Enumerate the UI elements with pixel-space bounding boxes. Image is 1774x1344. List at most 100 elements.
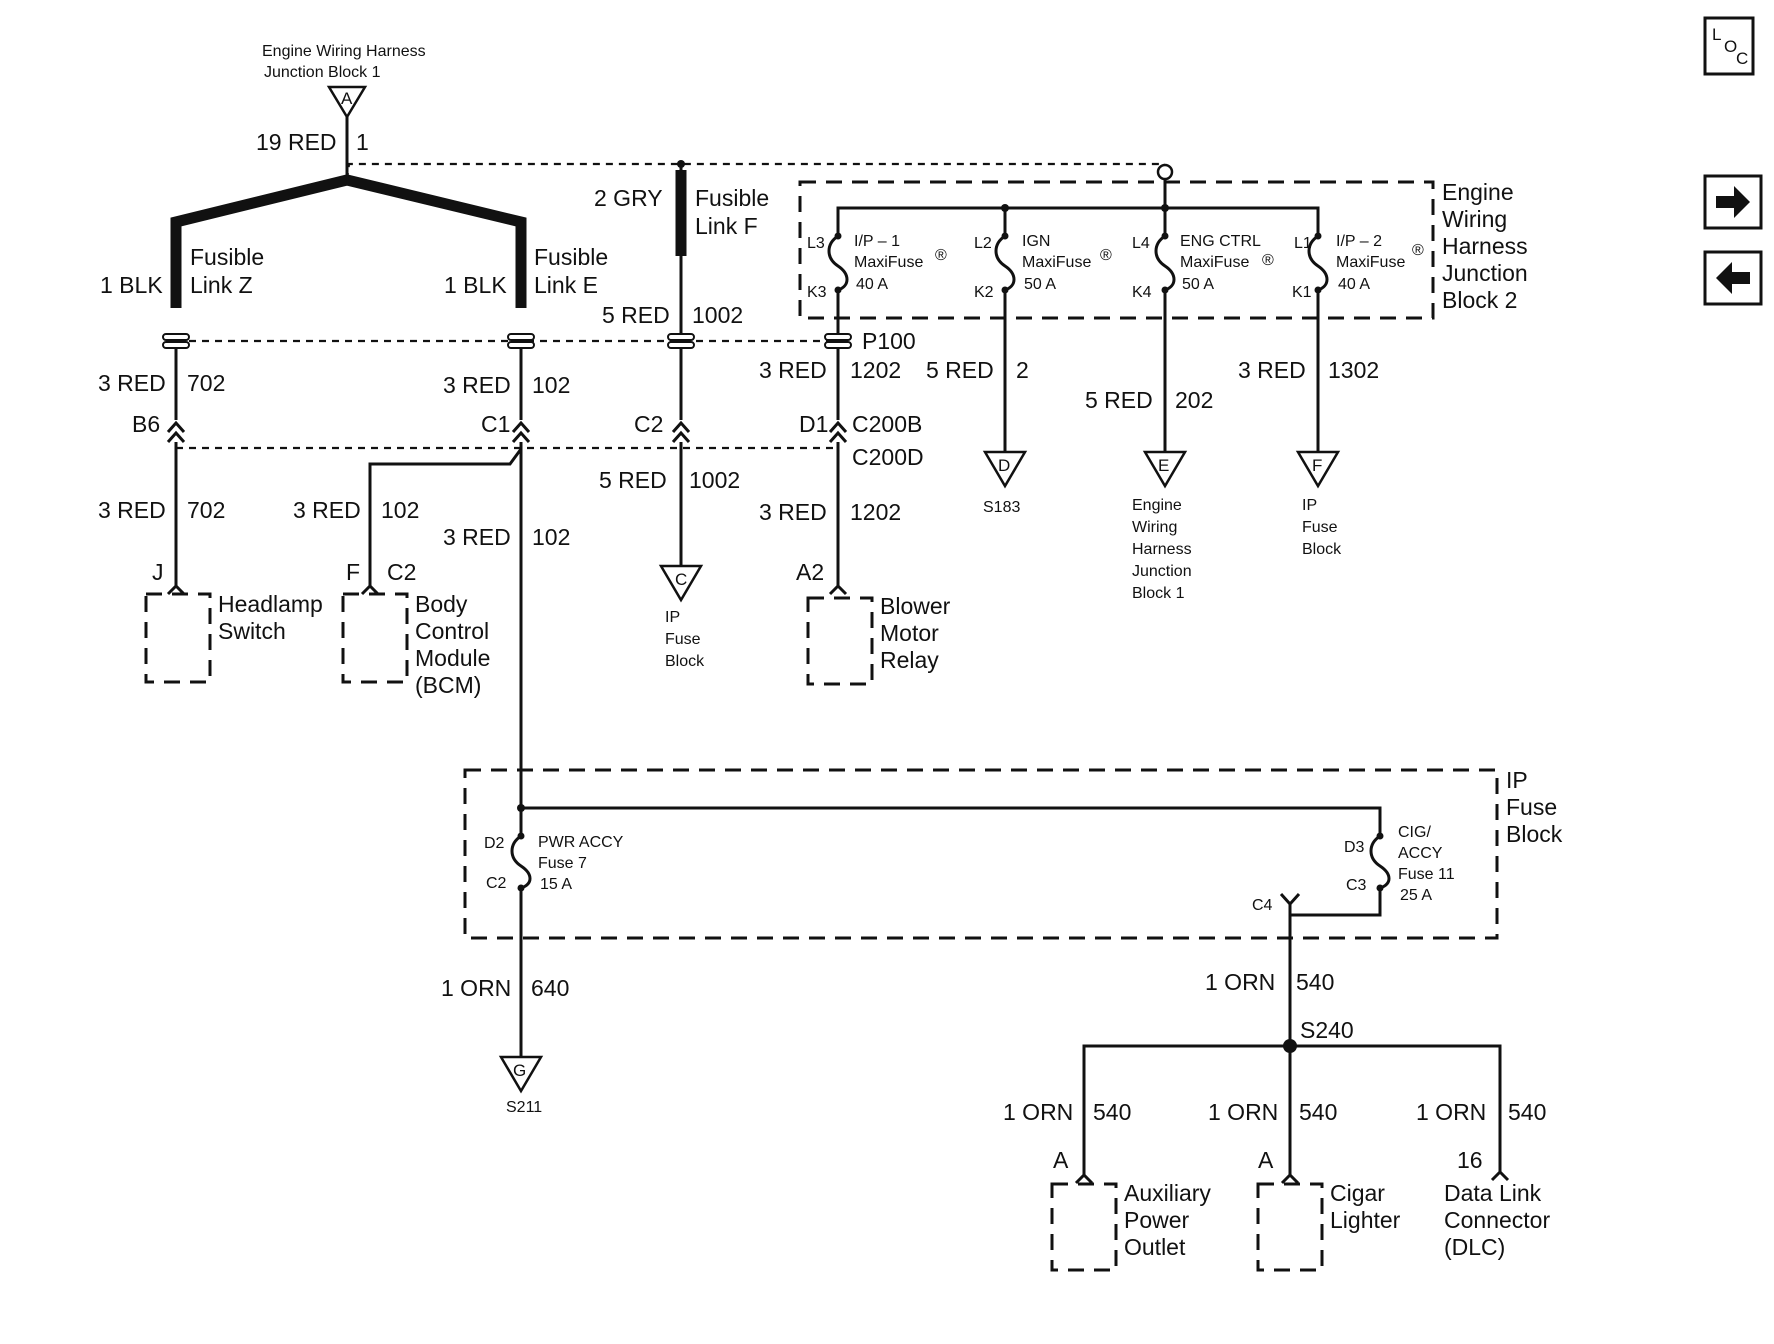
pin-b6: B6	[132, 411, 160, 437]
maxifuse-ip1: L3 K3 I/P – 1 MaxiFuse ® 40 A	[807, 232, 947, 301]
pin-1: 1	[356, 129, 369, 155]
source-ref-triangle	[326, 85, 368, 120]
svg-text:MaxiFuse: MaxiFuse	[854, 254, 923, 271]
svg-text:L4: L4	[1132, 235, 1150, 252]
svg-text:Blower: Blower	[880, 593, 951, 619]
circuit-540-dlc: 540	[1508, 1099, 1546, 1125]
auxiliary-power-outlet: A Auxiliary Power Outlet	[1050, 1147, 1211, 1272]
source-label-1: Engine Wiring Harness	[262, 43, 426, 60]
svg-text:Outlet: Outlet	[1124, 1234, 1186, 1260]
wire-3-red-102-c: 3 RED	[443, 524, 511, 550]
wire-3-red-702-a: 3 RED	[98, 370, 166, 396]
circuit-1302: 1302	[1328, 357, 1379, 383]
circuit-102-a: 102	[532, 372, 570, 398]
wire-3-red-1202-b: 3 RED	[759, 499, 827, 525]
arrow-left-icon	[1716, 262, 1750, 294]
connector-c200b: C200B	[852, 411, 922, 437]
svg-text:Engine: Engine	[1132, 497, 1182, 514]
c200-connector	[166, 420, 848, 443]
ewhjb2-title-3: Harness	[1442, 233, 1528, 259]
svg-text:J: J	[152, 559, 164, 585]
svg-text:F: F	[346, 559, 360, 585]
ip-fuse-title-3: Block	[1506, 821, 1563, 847]
circuit-202: 202	[1175, 387, 1213, 413]
svg-text:Control: Control	[415, 618, 489, 644]
wire-3-red-102-b: 3 RED	[293, 497, 361, 523]
ref-d-s183: D S183	[982, 450, 1028, 516]
svg-text:K1: K1	[1292, 284, 1312, 301]
connector-c200d: C200D	[852, 444, 924, 470]
ip-fuse-title-2: Fuse	[1506, 794, 1557, 820]
svg-text:16: 16	[1457, 1147, 1483, 1173]
ewhjb2-title-2: Wiring	[1442, 206, 1507, 232]
svg-text:Block: Block	[1302, 541, 1342, 558]
svg-text:IP: IP	[665, 609, 680, 626]
source-ref-letter: A	[341, 89, 353, 108]
svg-text:Motor: Motor	[880, 620, 939, 646]
loc-button[interactable]: L O C	[1703, 16, 1755, 76]
svg-text:IP: IP	[1302, 497, 1317, 514]
circuit-102-b: 102	[381, 497, 419, 523]
svg-text:15 A: 15 A	[540, 876, 572, 893]
pin-c1: C1	[481, 411, 510, 437]
ip-fuse-block-box	[463, 768, 1499, 940]
wire-3-red-1302: 3 RED	[1238, 357, 1306, 383]
wire-1-orn-dlc: 1 ORN	[1416, 1099, 1486, 1125]
next-page-button[interactable]	[1703, 174, 1763, 230]
circuit-1202-b: 1202	[850, 499, 901, 525]
wire-3-red-1202-a: 3 RED	[759, 357, 827, 383]
svg-text:Auxiliary: Auxiliary	[1124, 1180, 1211, 1206]
fusible-e-label-2: Link E	[534, 272, 598, 298]
maxifuse-eng-ctrl: L4 K4 ENG CTRL MaxiFuse ® 50 A	[1132, 232, 1274, 301]
svg-text:K2: K2	[974, 284, 994, 301]
ref-c-ip-fuse-block: C IP Fuse Block	[658, 564, 705, 670]
svg-text:IGN: IGN	[1022, 233, 1050, 250]
svg-text:A: A	[1258, 1147, 1274, 1173]
circuit-1002: 1002	[692, 302, 743, 328]
circuit-102-c: 102	[532, 524, 570, 550]
svg-text:MaxiFuse: MaxiFuse	[1022, 254, 1091, 271]
svg-text:S211: S211	[506, 1099, 542, 1116]
svg-text:K3: K3	[807, 284, 827, 301]
svg-text:Power: Power	[1124, 1207, 1190, 1233]
engine-junction-block-2-box	[798, 180, 1435, 320]
circuit-1002-b: 1002	[689, 467, 740, 493]
ref-g-s211: G S211	[498, 1055, 544, 1116]
svg-text:(BCM): (BCM)	[415, 672, 481, 698]
svg-text:®: ®	[1100, 247, 1112, 264]
svg-text:E: E	[1158, 456, 1169, 475]
ip-fuse-title-1: IP	[1506, 767, 1528, 793]
pin-d1: D1	[799, 411, 828, 437]
arrow-right-icon	[1716, 186, 1750, 218]
wire-5-red-202: 5 RED	[1085, 387, 1153, 413]
svg-text:ACCY: ACCY	[1398, 845, 1443, 862]
circuit-702-a: 702	[187, 370, 225, 396]
svg-text:CIG/: CIG/	[1398, 824, 1431, 841]
svg-text:Relay: Relay	[880, 647, 939, 673]
blower-motor-relay: A2 Blower Motor Relay	[796, 559, 951, 686]
svg-text:40 A: 40 A	[1338, 276, 1370, 293]
wire-1-orn-540: 1 ORN	[1205, 969, 1275, 995]
circuit-540-aux: 540	[1093, 1099, 1131, 1125]
svg-text:Module: Module	[415, 645, 490, 671]
fusible-f-label-2: Link F	[695, 213, 758, 239]
svg-text:Harness: Harness	[1132, 541, 1192, 558]
wire-3-red-102-a: 3 RED	[443, 372, 511, 398]
svg-text:A2: A2	[796, 559, 824, 585]
wire-1-orn-640: 1 ORN	[441, 975, 511, 1001]
loc-c: C	[1736, 49, 1748, 68]
fuse-11-cig-accy: D3 C3 CIG/ ACCY Fuse 11 25 A	[1344, 824, 1455, 904]
prev-page-button[interactable]	[1703, 250, 1763, 306]
circuit-1202-a: 1202	[850, 357, 901, 383]
svg-text:50 A: 50 A	[1182, 276, 1214, 293]
svg-text:K4: K4	[1132, 284, 1152, 301]
circuit-702-b: 702	[187, 497, 225, 523]
ref-e-engine-junction-block-1: E Engine Wiring Harness Junction Block 1	[1132, 450, 1192, 602]
ewhjb2-title-4: Junction	[1442, 260, 1528, 286]
svg-text:F: F	[1312, 456, 1322, 475]
svg-text:(DLC): (DLC)	[1444, 1234, 1505, 1260]
cigar-lighter: A Cigar Lighter	[1256, 1147, 1401, 1272]
svg-text:Cigar: Cigar	[1330, 1180, 1385, 1206]
pin-c4: C4	[1252, 897, 1273, 914]
